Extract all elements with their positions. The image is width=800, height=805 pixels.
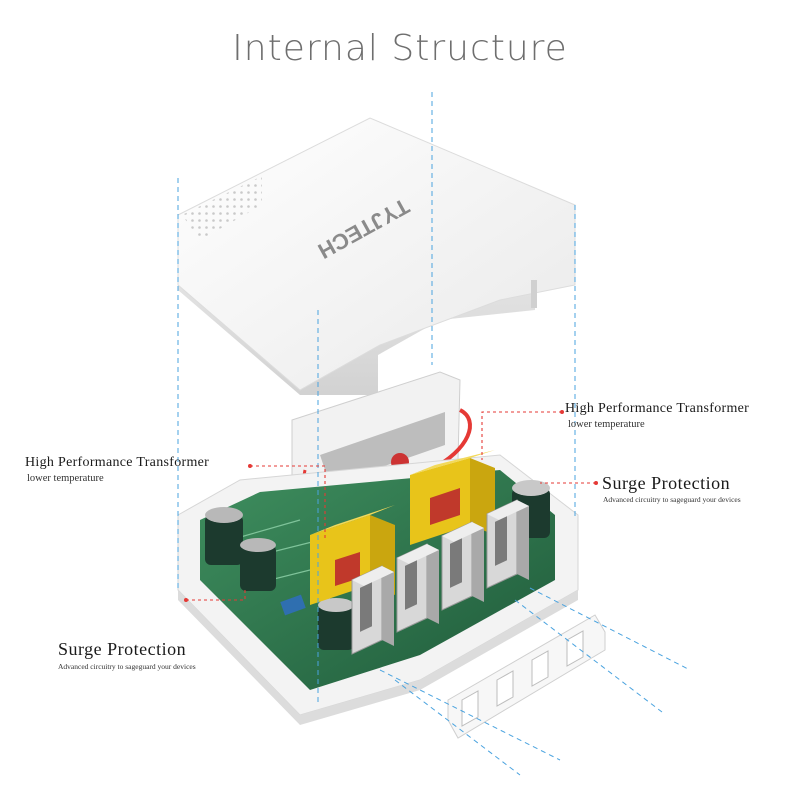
callout-dots — [184, 410, 598, 602]
usb-port-1 — [351, 565, 394, 655]
callout-transformer-left-title: High Performance Transformer — [25, 455, 210, 470]
vent-grille — [182, 176, 262, 240]
front-bezel — [447, 614, 606, 739]
bezel-slot-4 — [566, 630, 584, 667]
bezel-slot-3 — [531, 650, 549, 687]
callout-line-surge-left — [186, 590, 246, 601]
top-cover-face — [177, 117, 576, 391]
bezel-slot-2 — [496, 670, 514, 707]
top-cover-notch — [531, 280, 537, 308]
callout-surge-left-title: Surge Protection — [58, 639, 187, 659]
usb-port-2 — [396, 543, 439, 633]
capacitor-left-1 — [205, 507, 243, 565]
callout-line-transformer-right — [481, 411, 562, 460]
guide-lines — [177, 92, 691, 776]
capacitors — [205, 480, 550, 650]
callout-line-transformer-left — [250, 465, 326, 540]
usb-port-4 — [486, 499, 529, 589]
capacitor-left-2 — [240, 538, 276, 591]
callout-transformer-right-title: High Performance Transformer — [565, 401, 750, 416]
top-cover: TYJTECH — [177, 117, 576, 395]
usb-ports — [351, 499, 529, 655]
usb-port-3 — [441, 521, 484, 611]
capacitor-bottom — [318, 598, 354, 650]
bezel-slot-1 — [461, 690, 479, 727]
page-title: Internal Structure — [232, 28, 568, 69]
callout-lines — [186, 411, 596, 601]
callout-transformer-left-sub: lower temperature — [27, 473, 104, 484]
callout-surge-right-sub: Advanced circuitry to sageguard your dev… — [603, 495, 741, 504]
callout-surge-left-sub: Advanced circuitry to sageguard your dev… — [58, 662, 196, 671]
callout-surge-right-title: Surge Protection — [602, 473, 731, 493]
callout-transformer-right-sub: lower temperature — [568, 419, 645, 430]
